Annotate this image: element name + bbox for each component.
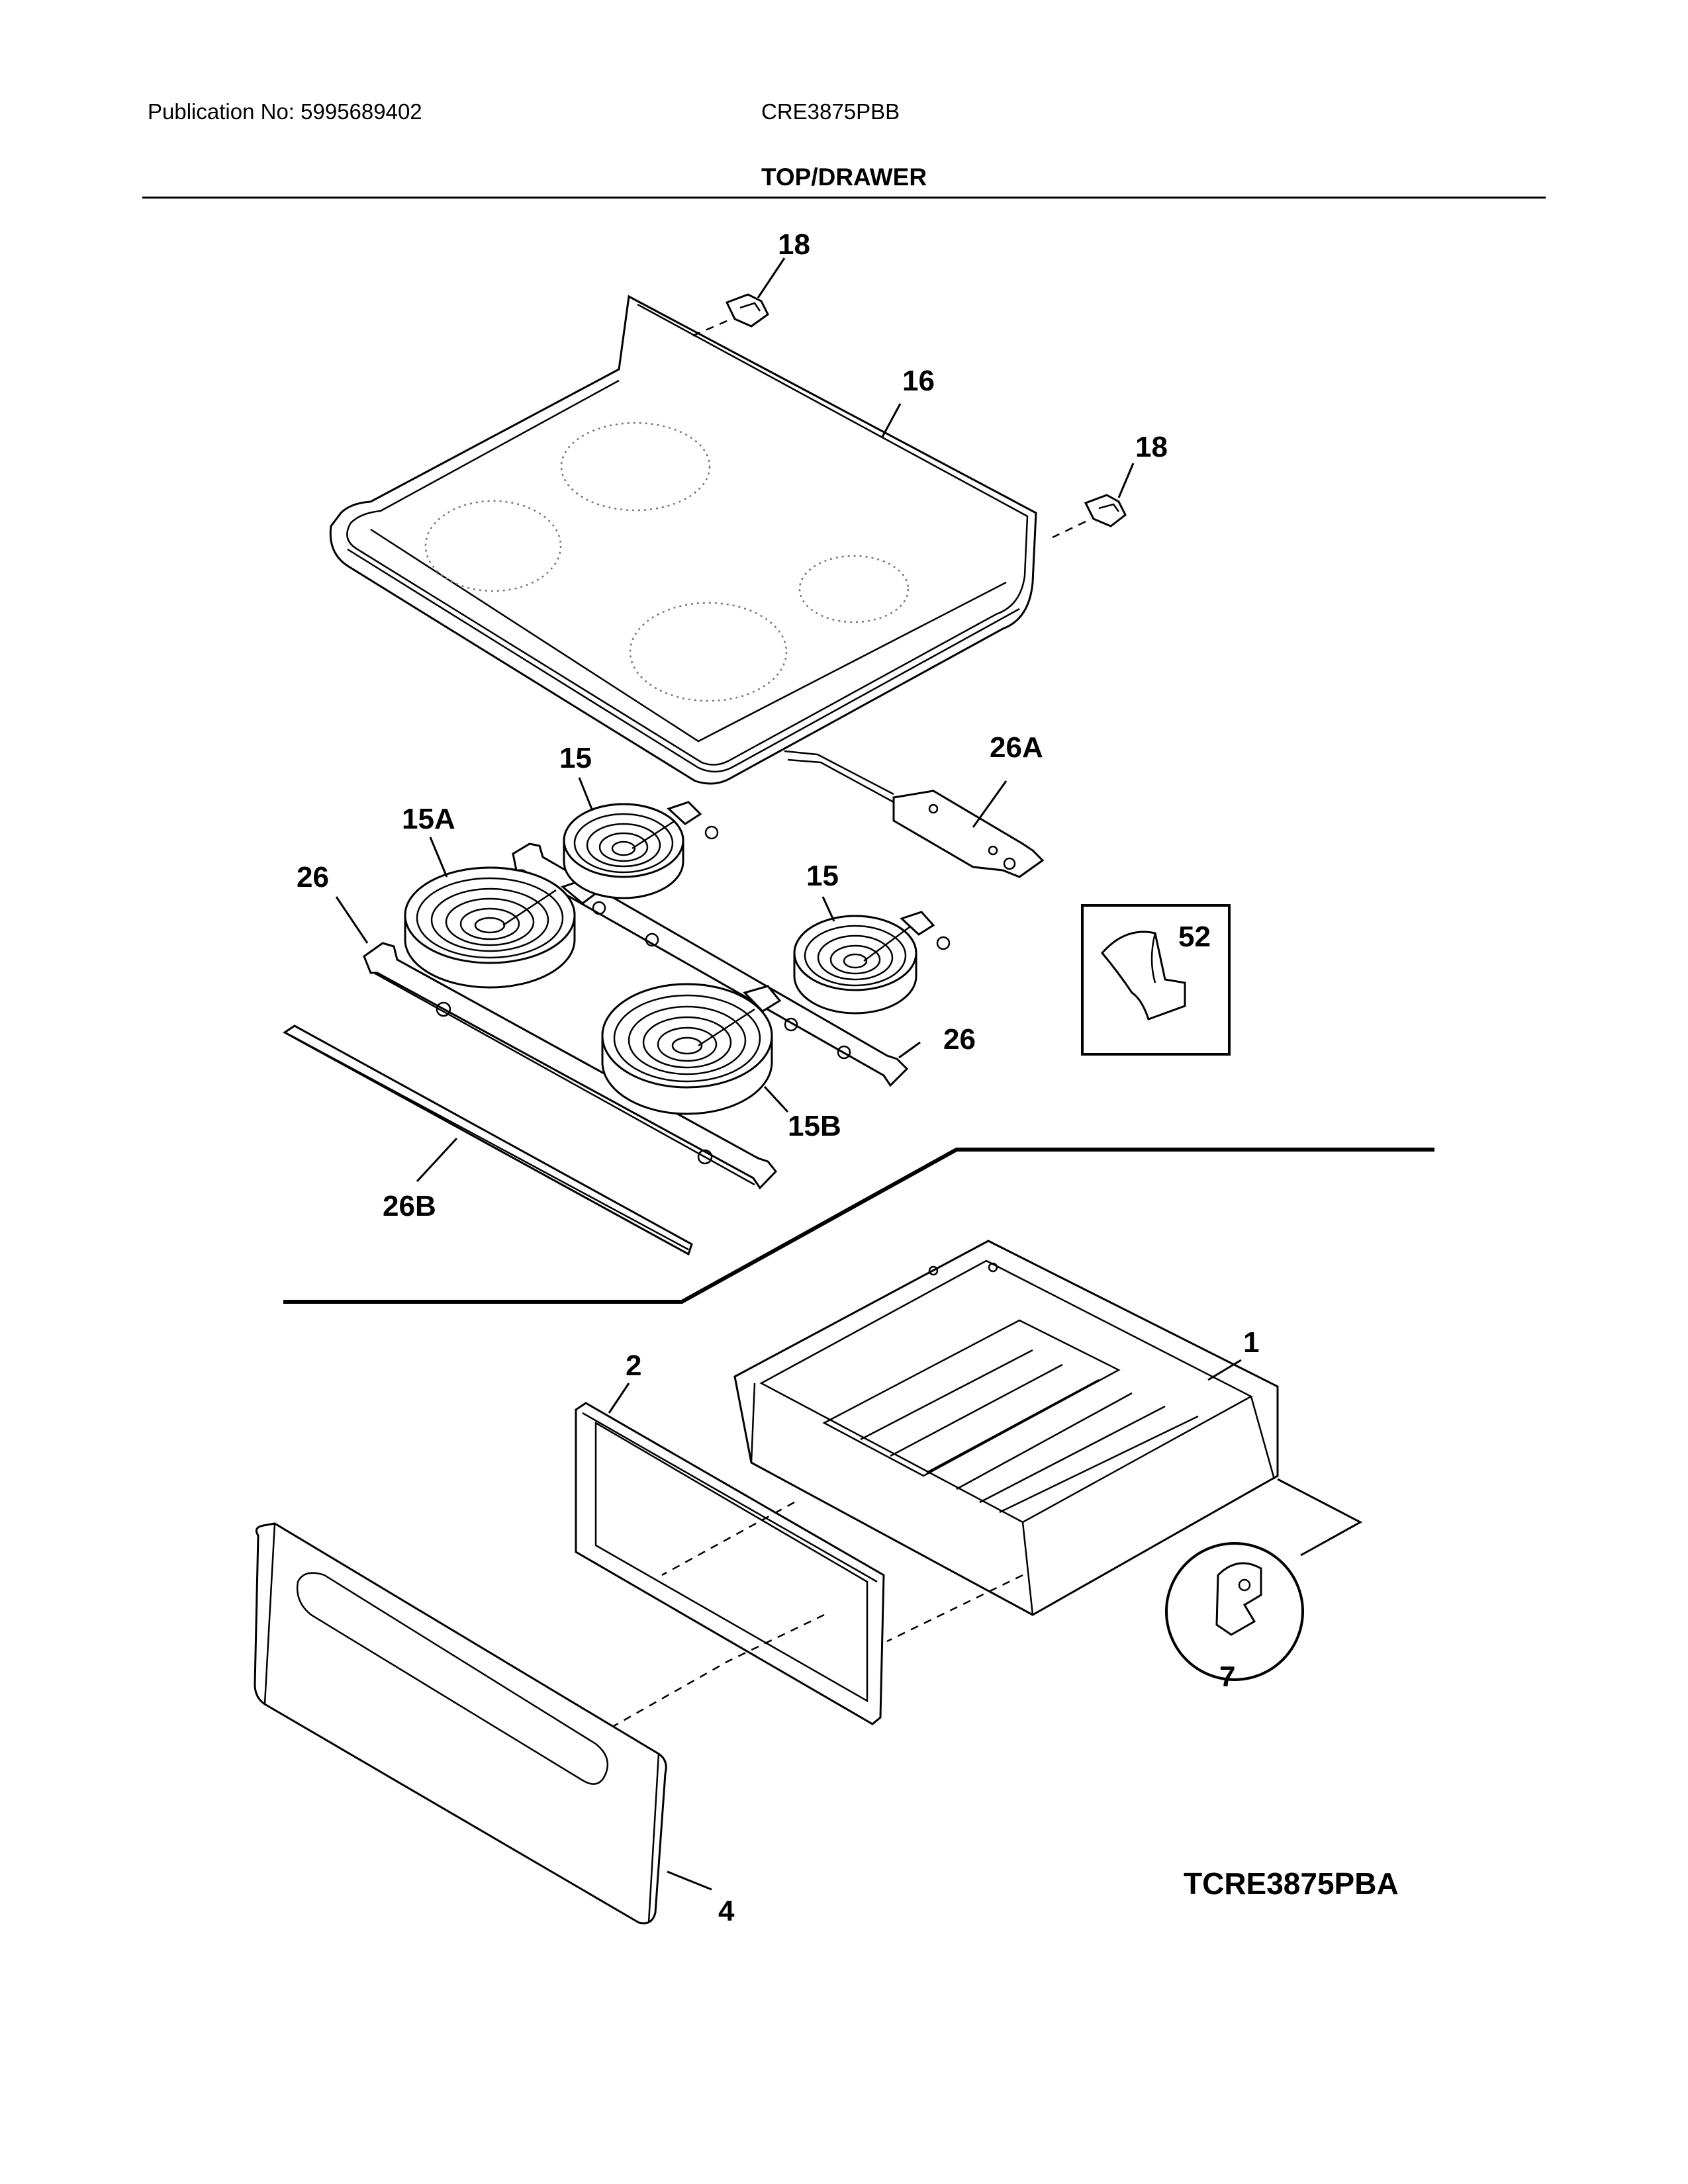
callout-26-left: 26 xyxy=(297,861,329,893)
callout-4: 4 xyxy=(718,1895,735,1927)
hold-down-clip-left xyxy=(691,293,769,338)
callout-7: 7 xyxy=(1219,1661,1235,1693)
callout-15A: 15A xyxy=(402,803,455,835)
callout-15B: 15B xyxy=(788,1110,841,1142)
header-divider xyxy=(142,197,1546,199)
callout-26-right: 26 xyxy=(943,1023,976,1056)
callout-2: 2 xyxy=(626,1349,641,1382)
callout-26A: 26A xyxy=(990,731,1043,764)
callout-18-left: 18 xyxy=(778,228,810,261)
callout-16: 16 xyxy=(902,365,935,397)
wire-harness-bracket xyxy=(892,790,1045,878)
callout-15-top: 15 xyxy=(559,742,592,774)
callout-52: 52 xyxy=(1178,921,1211,953)
warming-drawer-body xyxy=(733,1240,1279,1616)
hold-down-clip-right xyxy=(1052,494,1127,539)
detail-circle-7 xyxy=(1165,1542,1304,1681)
publication-number: Publication No: 5995689402 xyxy=(148,99,422,124)
callout-15-right: 15 xyxy=(806,860,839,892)
radiant-element-small-right xyxy=(793,911,951,1015)
element-support-bracket-front xyxy=(363,942,777,1190)
radiant-element-large-left xyxy=(404,866,606,989)
detail-box-52 xyxy=(1081,904,1231,1056)
radiant-element-large-front xyxy=(601,983,798,1115)
drawer-front-panel xyxy=(254,1522,667,1925)
callout-18-right: 18 xyxy=(1135,431,1168,463)
section-title: TOP/DRAWER xyxy=(761,163,927,191)
front-trim-strip xyxy=(283,1024,693,1256)
diagram-code: TCRE3875PBA xyxy=(1184,1866,1399,1901)
assembly-separator-line xyxy=(283,1148,1434,1304)
cooktop-glass-top xyxy=(329,295,1037,803)
radiant-element-small-top xyxy=(563,801,719,899)
model-number: CRE3875PBB xyxy=(761,99,900,124)
drawer-inner-panel xyxy=(575,1402,885,1725)
callout-26B: 26B xyxy=(383,1190,436,1222)
callout-1: 1 xyxy=(1243,1326,1259,1359)
